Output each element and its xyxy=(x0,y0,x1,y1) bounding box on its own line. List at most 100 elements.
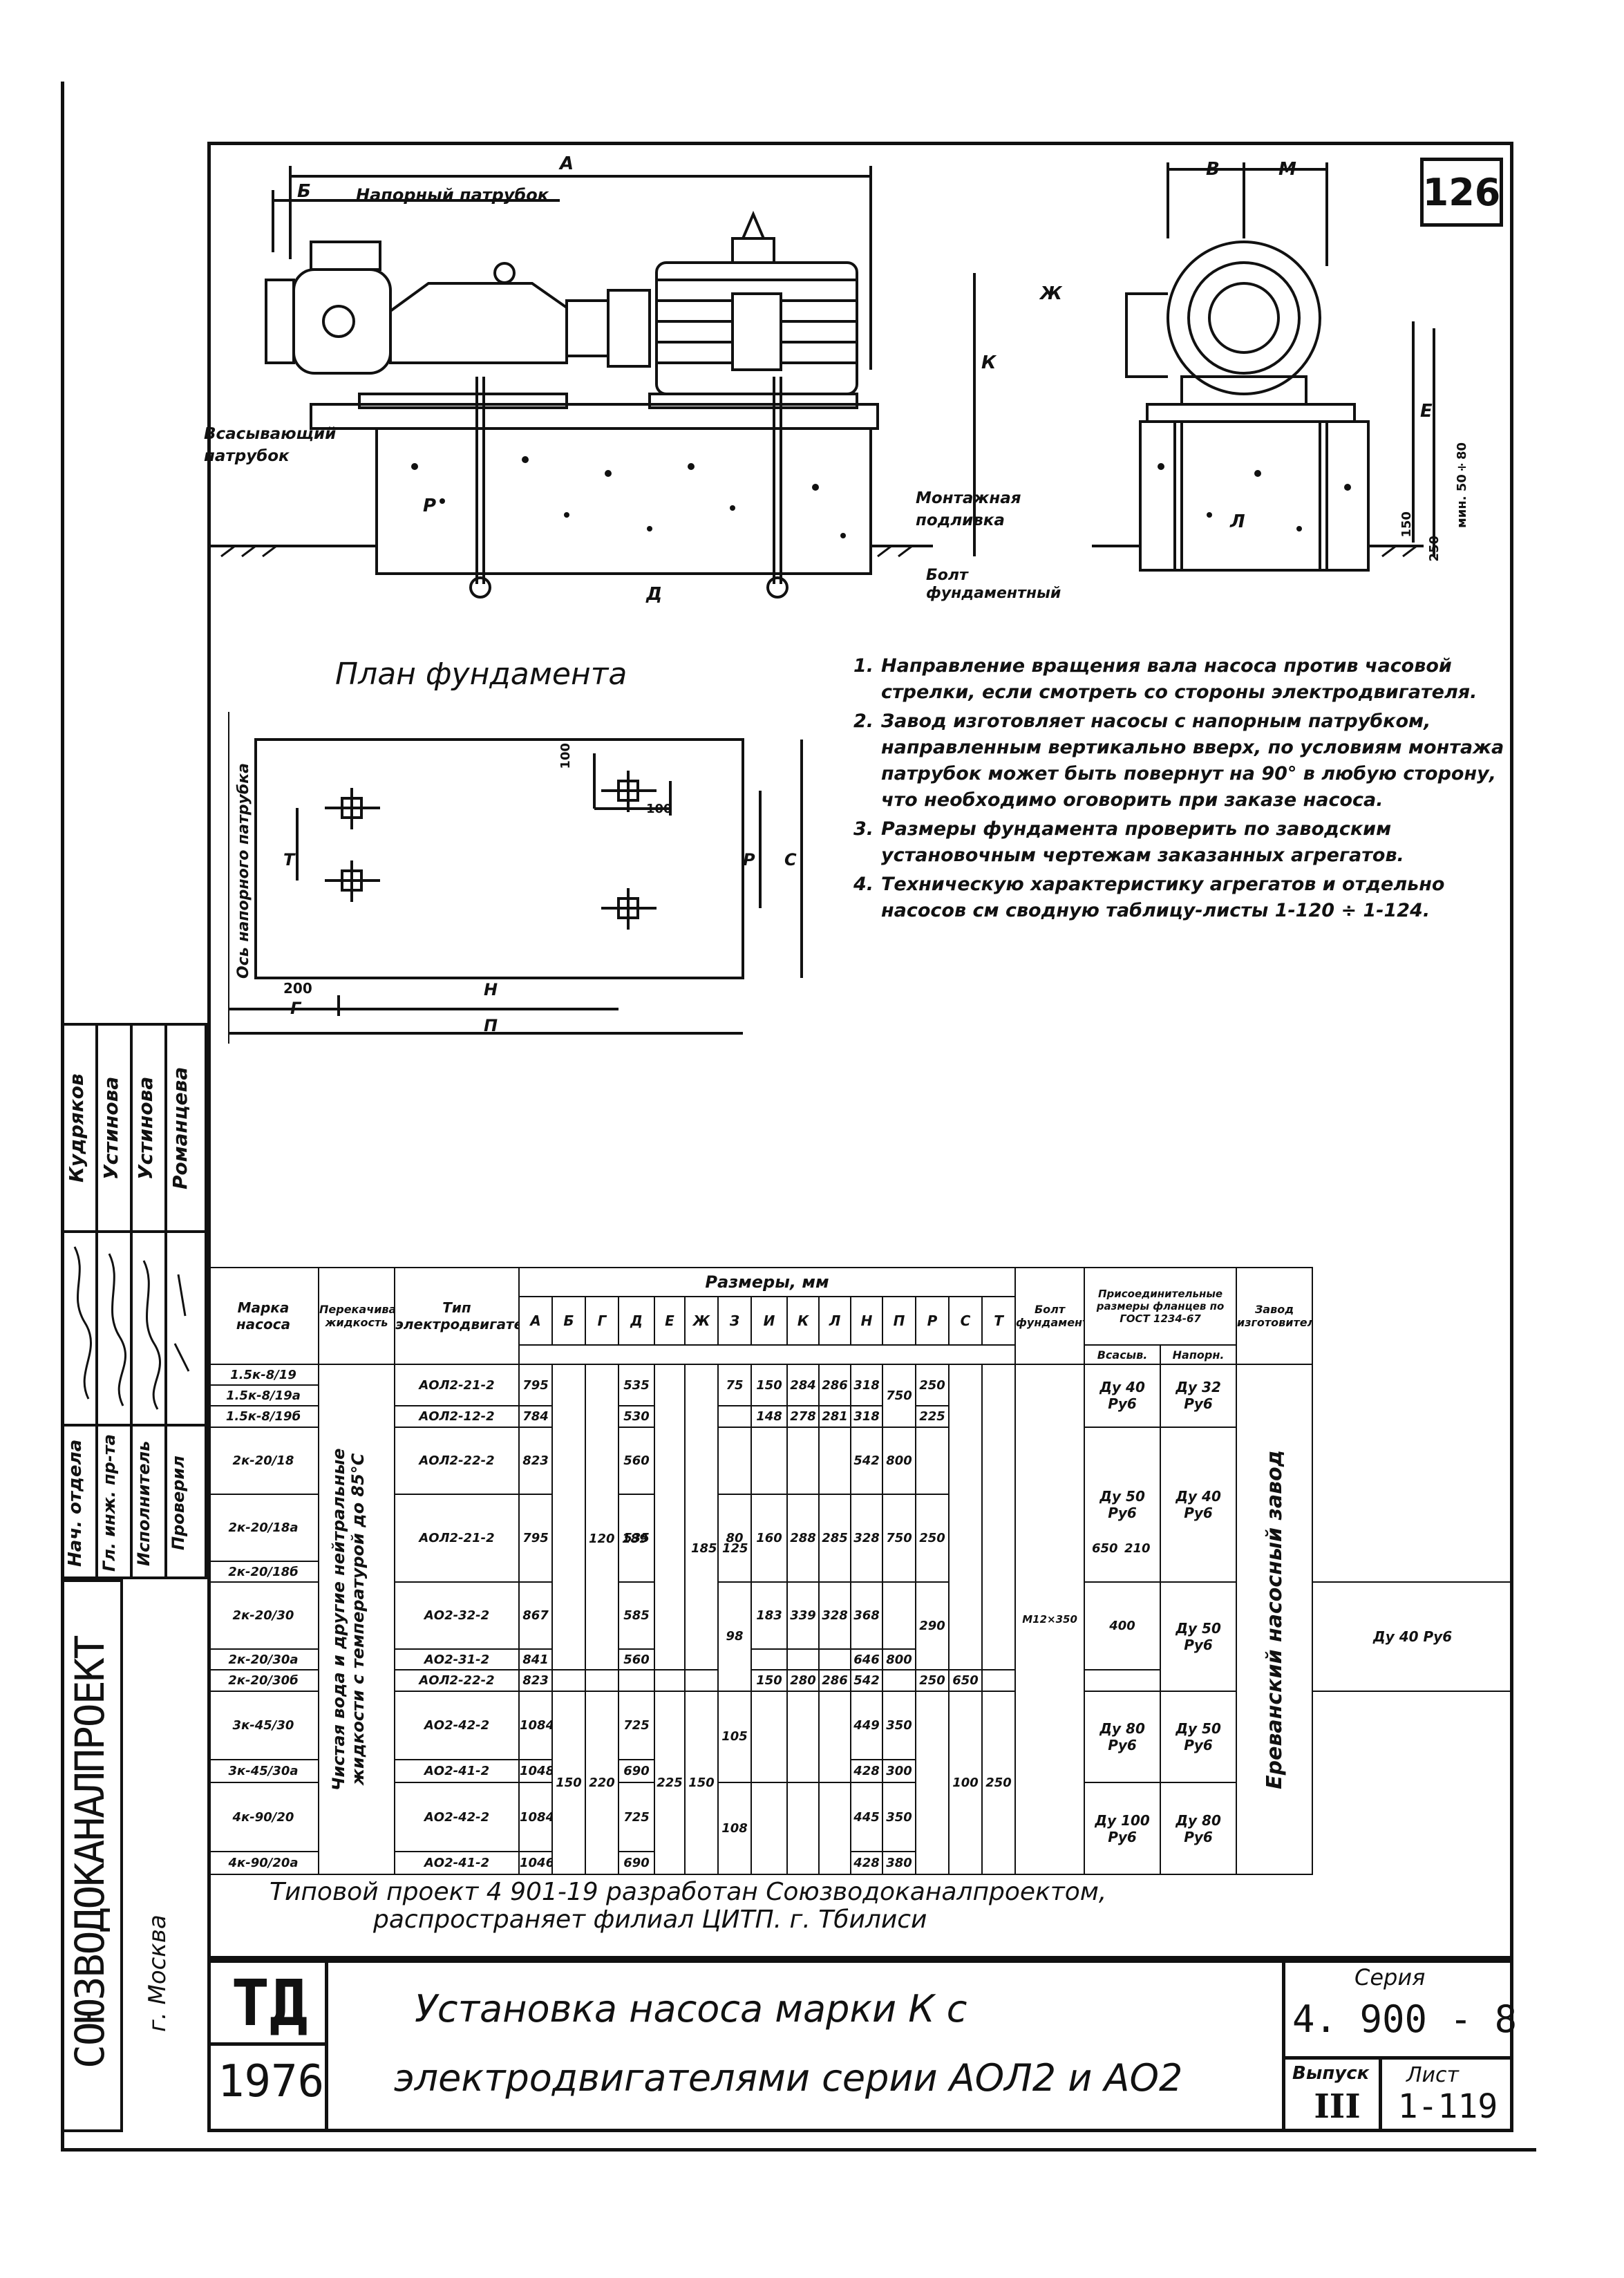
table-row: 2к-20/18а АОЛ2-21-2 795 535 80 160 288 2… xyxy=(207,1493,1513,1583)
dim-M: М xyxy=(1278,159,1296,180)
tb-issue-value: III xyxy=(1314,2087,1361,2126)
th-col-L: Л xyxy=(818,1296,851,1346)
tb-series-value: 4. 900 - 8 xyxy=(1292,1997,1518,2041)
fp-dim-S: С xyxy=(784,850,797,869)
th-flanges: Присоединительные размеры фланцев по ГОС… xyxy=(1084,1267,1238,1346)
sheet-number: 126 xyxy=(1422,170,1501,214)
th-pump-mark: Марка насоса xyxy=(207,1267,319,1365)
tb-year: 1976 xyxy=(218,2056,325,2107)
th-col-Zh: Ж xyxy=(684,1296,719,1346)
tb-title-line2: электродвигателями серии АОЛ2 и АО2 xyxy=(394,2056,1183,2100)
tb-top-line xyxy=(207,1959,1513,1963)
note-item: 3. Размеры фундамента проверить по завод… xyxy=(853,818,1404,866)
cell-liquid: Чистая вода и другие нейтральные жидкост… xyxy=(318,1364,395,1875)
label-foundation-bolt: Болт фундаментный xyxy=(926,567,1061,602)
tb-series-label: Серия xyxy=(1354,1964,1426,1990)
table-row: 4к-90/20а АО2-41-2 1046 690 428 380 xyxy=(207,1851,1513,1875)
tb-title-line1: Установка насоса марки К с xyxy=(415,1987,967,2031)
dim-min: мин. 50÷80 xyxy=(1455,442,1469,528)
th-motor-type: Тип электродвигателя xyxy=(394,1267,520,1365)
dim-250: 250 xyxy=(1427,536,1442,562)
table-row: 2к-20/30а АО2-31-2 841 560 646 800 xyxy=(207,1648,1513,1671)
name-checked: Романцева xyxy=(169,1066,191,1190)
fp-dim-100-top: 100 xyxy=(558,743,573,769)
fp-dim-G: Г xyxy=(290,999,301,1018)
dim-L: Л xyxy=(1230,511,1245,532)
table-row: 2к-20/30б АОЛ2-22-2 823 150 280 286 542 … xyxy=(207,1669,1513,1692)
label-grouting: Монтажная подливка xyxy=(916,489,1021,529)
dim-V: В xyxy=(1206,159,1220,180)
th-col-I: И xyxy=(750,1296,788,1346)
dim-A: А xyxy=(560,153,574,174)
th-col-E: Е xyxy=(654,1296,686,1346)
signatures xyxy=(73,1246,190,1410)
role-checked: Проверил xyxy=(169,1456,188,1551)
tb-td: ТД xyxy=(231,1966,308,2040)
foundation-plan xyxy=(228,712,803,1044)
role-head: Нач. отдела xyxy=(65,1439,86,1568)
role-executor: Исполнитель xyxy=(134,1440,153,1566)
note-item: 4. Техническую характеристику агрегатов … xyxy=(853,874,1445,921)
tb-sheet-label: Лист xyxy=(1406,2063,1460,2087)
th-discharge: Напорн. xyxy=(1160,1344,1238,1365)
dim-K: К xyxy=(981,352,997,373)
table-row: 3к-45/30а АО2-41-2 1048 690 428 300 xyxy=(207,1759,1513,1784)
th-col-T: Т xyxy=(981,1296,1017,1346)
role-chief-engineer: Гл. инж. пр-та xyxy=(100,1434,119,1572)
th-col-K: К xyxy=(786,1296,820,1346)
sheet-number-box: 126 xyxy=(1420,158,1503,227)
fp-dim-R: Р xyxy=(743,850,755,869)
fp-dim-N: Н xyxy=(484,980,498,999)
drawing-frame xyxy=(207,142,1513,1959)
spec-table: Марка насоса Перекачиваемая жидкость Тип… xyxy=(207,1267,1513,1876)
left-strip: СОЮЗВОДОКАНАЛПРОЕКТ г. Москва Нач. отдел… xyxy=(61,1023,207,2132)
city: г. Москва xyxy=(144,1914,171,2032)
name-chief-engineer: Устинова xyxy=(100,1076,122,1180)
th-col-G: Г xyxy=(585,1296,619,1346)
dim-B: Б xyxy=(297,181,311,202)
typical-project: Типовой проект 4 901-19 разработан Союзв… xyxy=(270,1878,1107,1934)
tb-sheet-value: 1-119 xyxy=(1397,2087,1498,2126)
th-dimensions: Размеры, мм xyxy=(518,1267,1017,1297)
th-col-P: П xyxy=(882,1296,916,1346)
name-executor: Устинова xyxy=(134,1076,157,1180)
name-head: Кудряков xyxy=(65,1073,88,1183)
note-item: 2. Завод изготовляет насосы с напорным п… xyxy=(853,710,1504,811)
th-bolt: Болт фундаментный xyxy=(1014,1267,1086,1365)
fp-dim-100-side: 100 xyxy=(646,802,672,816)
foundation-plan-title: План фундамента xyxy=(335,657,627,692)
table-row: 1.5к-8/19 Чистая вода и другие нейтральн… xyxy=(207,1363,1513,1875)
cell-bolt: М12×350 xyxy=(1014,1364,1086,1875)
label-discharge-pipe: Напорный патрубок xyxy=(356,185,549,205)
fp-dim-T: Т xyxy=(283,850,295,869)
fp-dim-200: 200 xyxy=(283,980,312,997)
th-maker: Завод изготовитель xyxy=(1236,1267,1314,1365)
fp-dim-P: П xyxy=(484,1016,498,1035)
th-liquid: Перекачиваемая жидкость xyxy=(318,1267,395,1365)
table-row: 4к-90/20 АО2-42-2 1084 725 108 445 350 Д… xyxy=(207,1782,1513,1875)
label-suction-pipe: Всасывающий патрубок xyxy=(204,425,337,465)
table-row: 2к-20/18б xyxy=(207,1560,1513,1583)
th-col-S: С xyxy=(948,1296,983,1346)
th-col-N: Н xyxy=(850,1296,883,1346)
table-row: 2к-20/18 АОЛ2-22-2 823 560 542 800 Ду 50… xyxy=(207,1426,1513,1583)
table-row: 2к-20/30 АО2-32-2 867 585 98 183 339 328… xyxy=(207,1581,1513,1692)
note-item: 1. Направление вращения вала насоса прот… xyxy=(853,655,1477,703)
th-col-R: Р xyxy=(915,1296,950,1346)
th-suction: Всасыв. xyxy=(1084,1344,1162,1365)
dim-R: Р xyxy=(423,496,437,516)
table-row: 1.5к-8/19а xyxy=(207,1384,1513,1407)
dim-D: Д xyxy=(646,584,663,605)
table-row: 3к-45/30 АО2-42-2 1084 150 220 725 225 1… xyxy=(207,1690,1513,1876)
dim-150: 150 xyxy=(1399,511,1414,538)
dim-E: Е xyxy=(1420,401,1433,422)
cell-maker: Ереванский насосный завод xyxy=(1236,1364,1314,1875)
th-col-A: А xyxy=(518,1296,553,1346)
pump-drawing xyxy=(207,162,1435,599)
th-col-Z: З xyxy=(717,1296,752,1346)
tb-issue-label: Выпуск xyxy=(1292,2063,1370,2084)
dim-Zh: Ж xyxy=(1040,283,1062,304)
org-name: СОЮЗВОДОКАНАЛПРОЕКТ xyxy=(66,1636,113,2069)
notes: 1. Направление вращения вала насоса прот… xyxy=(853,653,1510,927)
th-col-B: Б xyxy=(551,1296,586,1346)
